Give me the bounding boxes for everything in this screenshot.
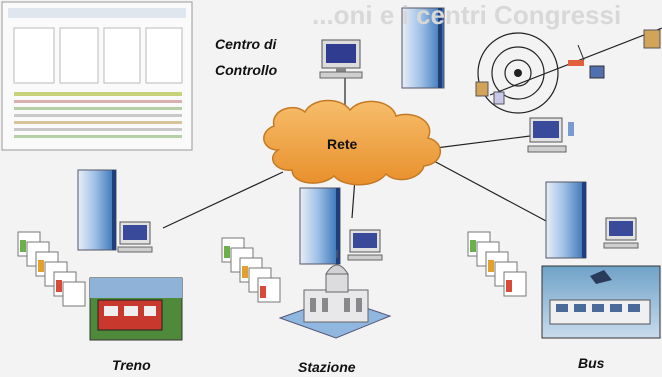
server-tower-icon	[545, 181, 587, 259]
document-stack-icon	[221, 237, 281, 303]
computer-icon	[603, 217, 639, 249]
computer-icon	[117, 221, 153, 253]
server-tower-icon	[401, 7, 445, 89]
station-label: Stazione	[298, 359, 356, 375]
document-stack-icon	[467, 231, 527, 297]
server-tower-icon	[299, 187, 341, 265]
train-label: Treno	[112, 357, 151, 373]
computer-icon	[527, 117, 574, 153]
server-tower-icon	[77, 169, 117, 251]
control-center-label-line2: Controllo	[215, 62, 278, 78]
document-stack-icon	[17, 231, 86, 307]
antenna-signal-icon	[475, 29, 661, 114]
bus-photo-icon	[541, 265, 661, 339]
network-label: Rete	[327, 136, 358, 152]
control-center-label-line1: Centro di	[215, 36, 277, 52]
bus-label: Bus	[578, 355, 605, 371]
computer-icon	[319, 39, 363, 79]
faded-page-title: ...oni e i centri Congressi	[312, 0, 622, 30]
monitor-screenshot-icon	[1, 1, 193, 151]
cloud-icon	[263, 99, 441, 186]
train-photo-icon	[89, 277, 183, 341]
computer-icon	[347, 229, 383, 261]
station-building-icon	[278, 250, 392, 339]
